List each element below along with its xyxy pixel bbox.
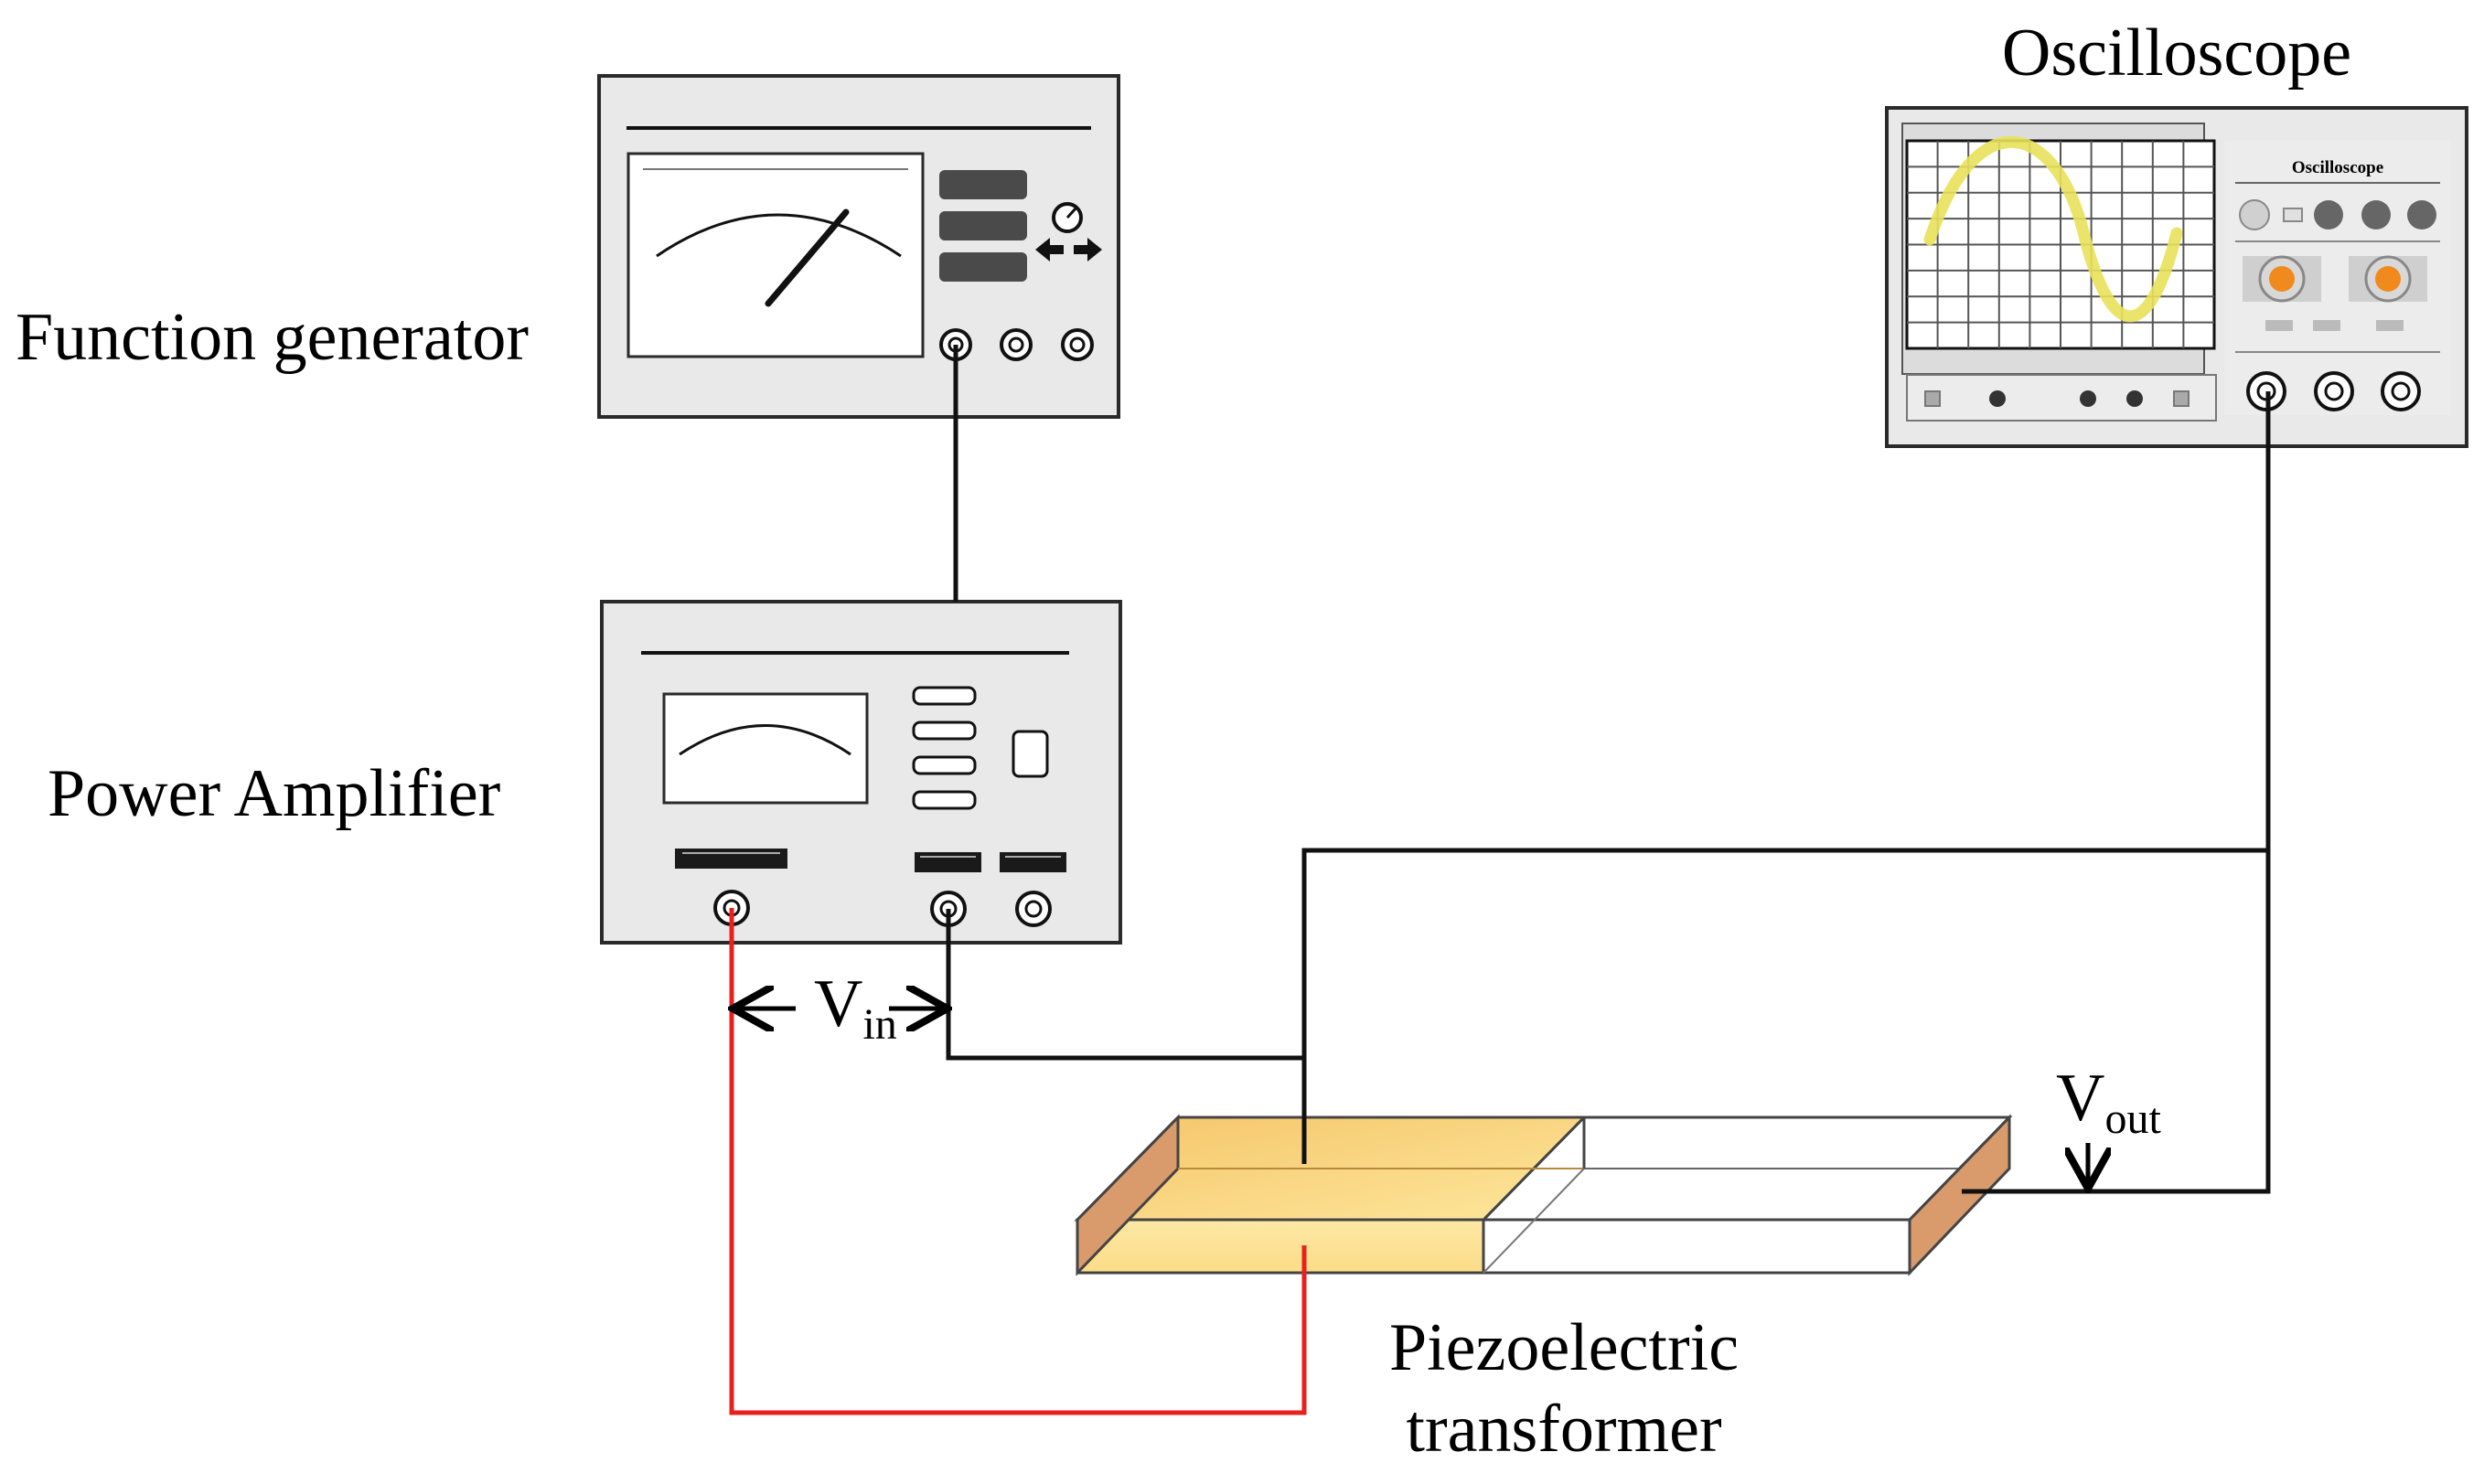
oscilloscope-bottom-controls (1906, 374, 2217, 422)
left-right-arrows-icon (1035, 238, 1102, 262)
power-amplifier-meter (662, 692, 869, 805)
piezoelectric-label: Piezoelectric (1389, 1310, 1739, 1385)
oscilloscope-label: Oscilloscope (2002, 16, 2351, 91)
transformer-label: transformer (1406, 1392, 1721, 1467)
vout-main: V (2056, 1061, 2104, 1136)
wire-oscilloscope-to-electrode (1301, 848, 2268, 1058)
orange-knob-icon (2349, 255, 2427, 303)
power-amplifier (600, 600, 1122, 945)
wire-amplifier-to-electrode (946, 909, 1307, 1164)
wire-amplifier-ground-red (729, 908, 1307, 1415)
wires (729, 345, 2271, 1415)
power-amplifier-switches (912, 686, 1049, 810)
oscilloscope-screen (1905, 136, 2216, 350)
orange-knob-icon (2243, 255, 2321, 303)
vout-label: Vout (2056, 1061, 2161, 1143)
oscilloscope-control-panel: Oscilloscope (2224, 141, 2451, 415)
vout-subscript: out (2104, 1094, 2161, 1143)
function-generator-output-connectors (939, 328, 1094, 361)
piezoelectric-transformer (1074, 1114, 2013, 1276)
power-amplifier-connectors (713, 890, 1052, 927)
vin-subscript: in (862, 1000, 896, 1049)
dial-knob-icon (1052, 202, 1083, 233)
oscilloscope-panel-label: Oscilloscope (2292, 158, 2383, 177)
wire-oscilloscope-to-output (1962, 391, 2271, 1194)
vin-label: Vin (814, 966, 897, 1049)
function-generator (597, 74, 1120, 419)
function-generator-meter (626, 152, 925, 358)
oscilloscope: Oscilloscope (1885, 106, 2468, 448)
power-amplifier-slots (675, 849, 1066, 872)
vin-main: V (814, 966, 862, 1041)
function-generator-label: Function generator (16, 300, 529, 375)
function-generator-buttons (939, 170, 1027, 282)
power-amplifier-label: Power Amplifier (48, 756, 500, 831)
